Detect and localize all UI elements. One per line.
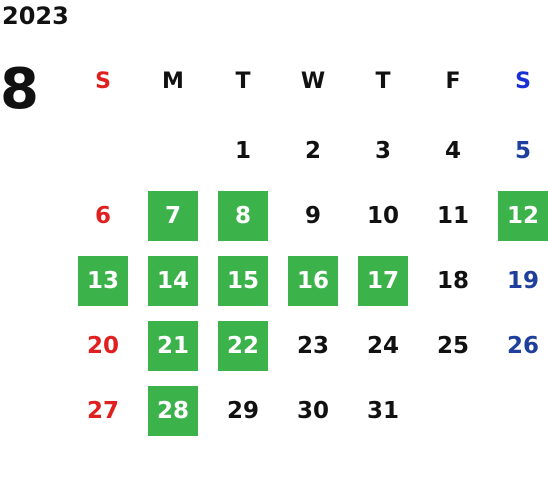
day-cell-2[interactable]: 2 — [304, 138, 321, 164]
day-cell-22[interactable]: 22 — [218, 321, 268, 371]
weekday-header-tue: T — [235, 68, 251, 94]
day-cell-26[interactable]: 26 — [506, 333, 539, 359]
day-cell-31[interactable]: 31 — [366, 398, 399, 424]
day-cell-1[interactable]: 1 — [234, 138, 251, 164]
day-cell-11[interactable]: 11 — [436, 203, 469, 229]
day-cell-30[interactable]: 30 — [296, 398, 329, 424]
day-cell-20[interactable]: 20 — [86, 333, 119, 359]
day-cell-8[interactable]: 8 — [218, 191, 268, 241]
day-cell-23[interactable]: 23 — [296, 333, 329, 359]
day-cell-14[interactable]: 14 — [148, 256, 198, 306]
day-cell-12[interactable]: 12 — [498, 191, 548, 241]
day-cell-10[interactable]: 10 — [366, 203, 399, 229]
day-cell-3[interactable]: 3 — [374, 138, 391, 164]
day-cell-27[interactable]: 27 — [86, 398, 119, 424]
weekday-header-sun: S — [95, 68, 111, 94]
day-cell-19[interactable]: 19 — [506, 268, 539, 294]
day-cell-24[interactable]: 24 — [366, 333, 399, 359]
weekday-header-mon: M — [162, 68, 184, 94]
day-cell-16[interactable]: 16 — [288, 256, 338, 306]
day-cell-28[interactable]: 28 — [148, 386, 198, 436]
month-number: 8 — [0, 57, 39, 122]
day-cell-7[interactable]: 7 — [148, 191, 198, 241]
weekday-header-wed: W — [300, 68, 326, 94]
day-cell-5[interactable]: 5 — [514, 138, 531, 164]
day-cell-18[interactable]: 18 — [436, 268, 469, 294]
day-cell-13[interactable]: 13 — [78, 256, 128, 306]
day-cell-29[interactable]: 29 — [226, 398, 259, 424]
weekday-header-fri: F — [445, 68, 461, 94]
day-cell-9[interactable]: 9 — [304, 203, 321, 229]
day-cell-25[interactable]: 25 — [436, 333, 469, 359]
day-cell-17[interactable]: 17 — [358, 256, 408, 306]
weekday-header-sat: S — [515, 68, 531, 94]
year-label: 2023 — [2, 2, 69, 30]
day-cell-21[interactable]: 21 — [148, 321, 198, 371]
day-cell-4[interactable]: 4 — [444, 138, 461, 164]
weekday-header-thu: T — [375, 68, 391, 94]
day-cell-6[interactable]: 6 — [94, 203, 111, 229]
day-cell-15[interactable]: 15 — [218, 256, 268, 306]
